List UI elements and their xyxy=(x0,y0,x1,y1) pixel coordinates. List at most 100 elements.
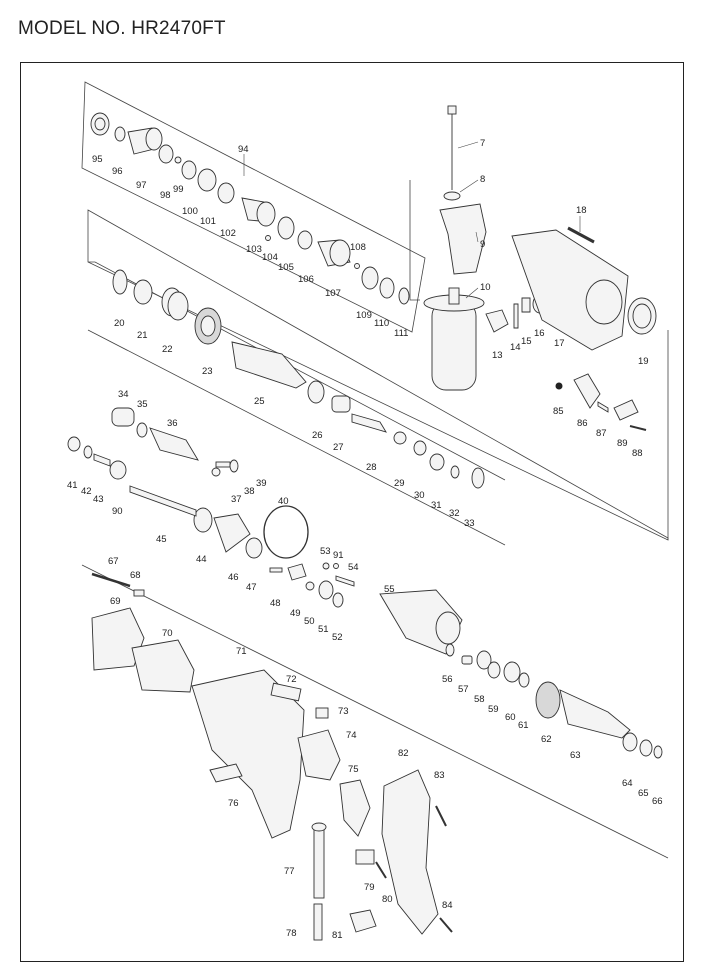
label-29: 29 xyxy=(394,478,405,489)
label-81: 81 xyxy=(332,930,343,941)
part-13 xyxy=(485,309,509,333)
label-102: 102 xyxy=(220,228,236,239)
part-34 xyxy=(111,407,135,427)
label-63: 63 xyxy=(570,750,581,761)
label-27: 27 xyxy=(333,442,344,453)
label-49: 49 xyxy=(290,608,301,619)
part-66 xyxy=(653,745,663,759)
part-78 xyxy=(313,903,323,941)
part-71 xyxy=(191,669,305,839)
label-41: 41 xyxy=(67,480,78,491)
part-15 xyxy=(521,297,531,313)
label-36: 36 xyxy=(167,418,178,429)
label-35: 35 xyxy=(137,399,148,410)
label-47: 47 xyxy=(246,582,257,593)
label-46: 46 xyxy=(228,572,239,583)
part-41 xyxy=(67,436,81,452)
part-84 xyxy=(439,917,453,933)
label-39: 39 xyxy=(256,478,267,489)
part-40 xyxy=(263,505,309,559)
part-64 xyxy=(622,732,638,752)
part-95 xyxy=(90,112,110,136)
part-72 xyxy=(270,682,302,702)
label-73: 73 xyxy=(338,706,349,717)
label-65: 65 xyxy=(638,788,649,799)
label-20: 20 xyxy=(114,318,125,329)
label-86: 86 xyxy=(577,418,588,429)
label-76: 76 xyxy=(228,798,239,809)
part-85 xyxy=(555,382,563,390)
part-53 xyxy=(322,562,330,570)
part-101 xyxy=(197,168,217,192)
label-16: 16 xyxy=(534,328,545,339)
label-55: 55 xyxy=(384,584,395,595)
part-89 xyxy=(613,399,639,421)
label-28: 28 xyxy=(366,462,377,473)
label-74: 74 xyxy=(346,730,357,741)
label-58: 58 xyxy=(474,694,485,705)
part-90 xyxy=(109,460,127,480)
label-108: 108 xyxy=(350,242,366,253)
label-38: 38 xyxy=(244,486,255,497)
part-65 xyxy=(639,739,653,757)
label-56: 56 xyxy=(442,674,453,685)
label-107: 107 xyxy=(325,288,341,299)
part-110 xyxy=(379,277,395,299)
part-45 xyxy=(129,485,197,517)
label-85: 85 xyxy=(553,406,564,417)
label-57: 57 xyxy=(458,684,469,695)
part-81 xyxy=(349,909,377,933)
label-59: 59 xyxy=(488,704,499,715)
part-27 xyxy=(331,395,351,413)
label-18: 18 xyxy=(576,205,587,216)
diagram-frame xyxy=(20,62,684,962)
part-88 xyxy=(629,425,647,431)
label-42: 42 xyxy=(81,486,92,497)
label-61: 61 xyxy=(518,720,529,731)
part-29 xyxy=(393,431,407,445)
label-34: 34 xyxy=(118,389,129,400)
part-105 xyxy=(277,216,295,240)
label-101: 101 xyxy=(200,216,216,227)
label-69: 69 xyxy=(110,596,121,607)
part-59 xyxy=(487,661,501,679)
part-57 xyxy=(461,655,473,665)
label-19: 19 xyxy=(638,356,649,367)
part-36 xyxy=(149,427,199,461)
label-54: 54 xyxy=(348,562,359,573)
part-79 xyxy=(355,849,375,865)
label-22: 22 xyxy=(162,344,173,355)
label-45: 45 xyxy=(156,534,167,545)
label-67: 67 xyxy=(108,556,119,567)
label-70: 70 xyxy=(162,628,173,639)
label-64: 64 xyxy=(622,778,633,789)
label-96: 96 xyxy=(112,166,123,177)
label-66: 66 xyxy=(652,796,663,807)
label-25: 25 xyxy=(254,396,265,407)
part-75 xyxy=(339,779,371,837)
part-39 xyxy=(229,459,239,473)
label-30: 30 xyxy=(414,490,425,501)
part-44 xyxy=(193,507,213,533)
part-17 xyxy=(511,229,629,351)
part-9 xyxy=(439,203,487,275)
label-95: 95 xyxy=(92,154,103,165)
label-77: 77 xyxy=(284,866,295,877)
label-14: 14 xyxy=(510,342,521,353)
label-37: 37 xyxy=(231,494,242,505)
part-14 xyxy=(513,303,519,329)
part-107 xyxy=(317,239,351,267)
label-80: 80 xyxy=(382,894,393,905)
part-26 xyxy=(307,380,325,404)
model-title: MODEL NO. HR2470FT xyxy=(18,18,226,39)
group-outline-right xyxy=(409,180,420,301)
part-76 xyxy=(209,763,243,783)
label-9: 9 xyxy=(480,239,485,250)
label-111: 111 xyxy=(394,328,408,339)
label-33: 33 xyxy=(464,518,475,529)
part-77 xyxy=(311,822,327,899)
part-55 xyxy=(379,589,463,655)
label-52: 52 xyxy=(332,632,343,643)
label-51: 51 xyxy=(318,624,329,635)
label-106: 106 xyxy=(298,274,314,285)
